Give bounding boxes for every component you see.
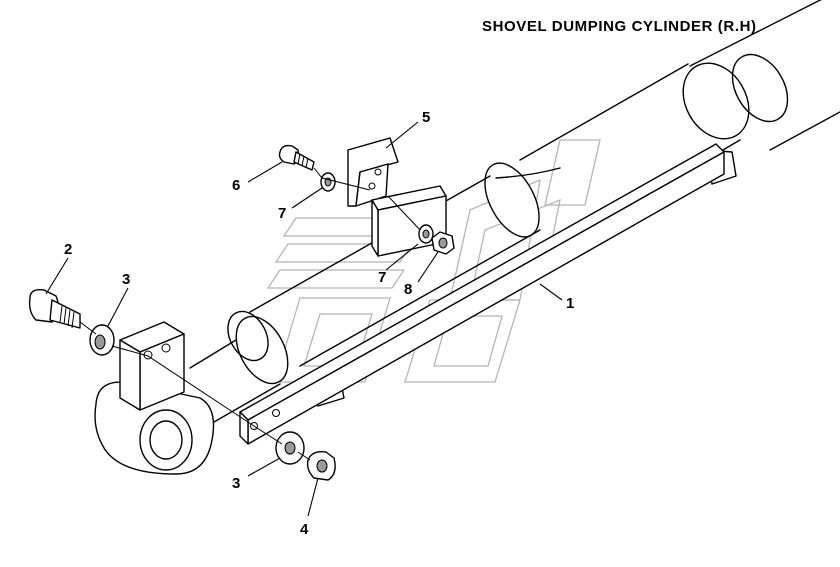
bolt-part-2 <box>28 288 81 329</box>
callout-7-lower: 7 <box>378 269 386 286</box>
leader-lines <box>45 121 563 517</box>
clevis-bracket <box>119 321 185 411</box>
callout-1: 1 <box>566 295 574 312</box>
callout-7-upper: 7 <box>278 205 286 222</box>
callout-4: 4 <box>300 521 309 538</box>
washer-part-7-upper <box>320 172 336 192</box>
callout-8: 8 <box>404 281 412 298</box>
assembly-lines <box>79 167 421 461</box>
callout-2: 2 <box>64 241 72 258</box>
callout-labels: 1 2 3 3 4 5 6 7 7 8 <box>64 109 574 538</box>
washer-part-7-lower <box>418 224 434 244</box>
callout-5: 5 <box>422 109 430 126</box>
nut-part-4 <box>306 450 336 481</box>
washer-part-3-upper <box>89 324 115 356</box>
washer-part-3-lower <box>275 431 305 465</box>
nut-part-8 <box>431 231 455 255</box>
bolt-part-6 <box>278 144 315 171</box>
cylinder-body <box>94 0 840 475</box>
callout-3-lower: 3 <box>232 475 240 492</box>
callout-3-upper: 3 <box>122 271 130 288</box>
diagram-title: SHOVEL DUMPING CYLINDER (R.H) <box>482 18 757 35</box>
guide-bar-part-1 <box>239 143 725 445</box>
callout-6: 6 <box>232 177 240 194</box>
